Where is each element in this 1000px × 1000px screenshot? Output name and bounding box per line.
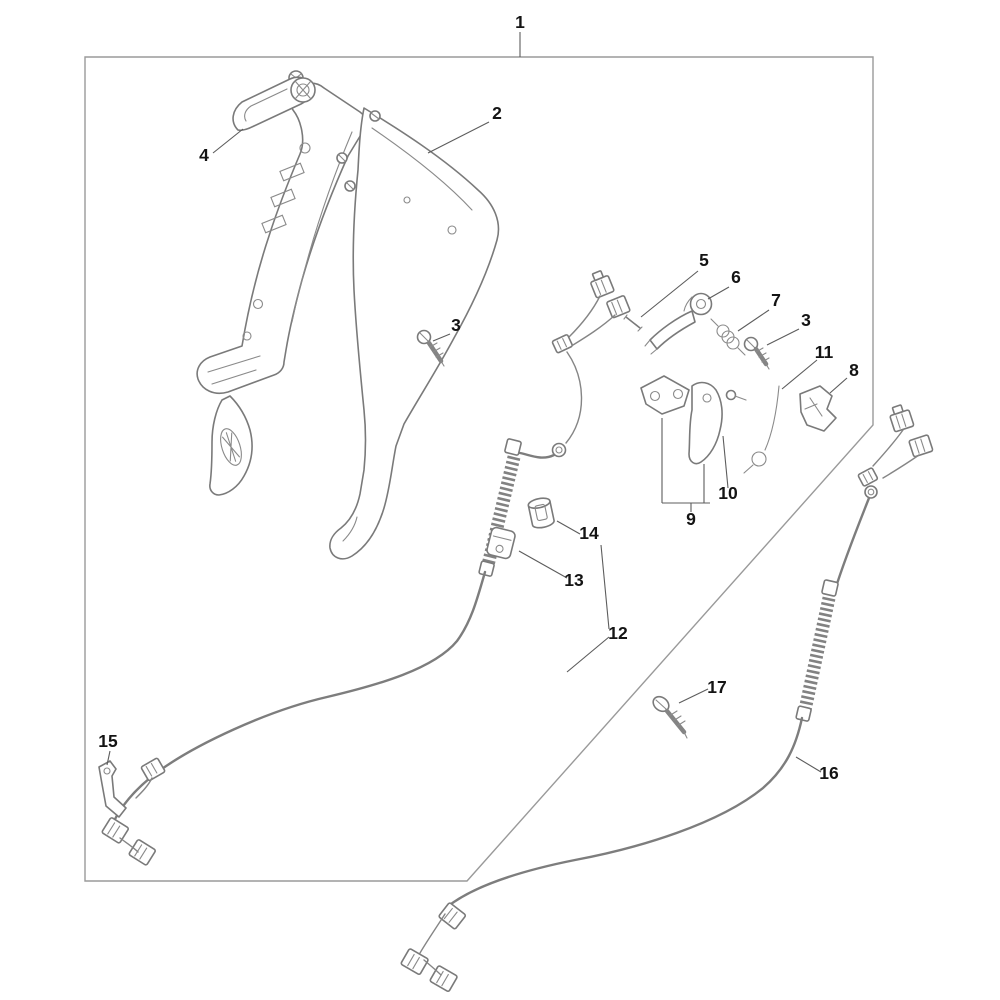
part-screw-17 (652, 695, 688, 739)
callout-13: 13 (564, 570, 584, 590)
part-grip-cover-4 (232, 76, 316, 132)
diagram-border (84, 56, 874, 882)
part-handle-housing-cover (329, 107, 500, 560)
connector-plug-icon (606, 295, 631, 319)
cable-spring-icon (798, 596, 836, 712)
part-cable-clamp-13 (486, 526, 516, 560)
callout-8: 8 (849, 360, 859, 380)
part-spring-7 (710, 318, 746, 356)
screw-head-icon (725, 389, 737, 401)
part-screw-3-left (416, 329, 445, 367)
ring-terminal-icon (551, 442, 567, 458)
callout-14: 14 (579, 523, 599, 543)
callout-7: 7 (771, 290, 781, 310)
part-sleeve-14 (527, 497, 555, 529)
callout-15: 15 (98, 731, 118, 751)
connector-plug-icon (128, 839, 156, 866)
connector-plug-icon (140, 757, 166, 782)
connector-terminal-icon (857, 467, 879, 487)
connector-plug-icon (438, 902, 467, 930)
part-handle-housing-rear (196, 70, 367, 496)
part-bracket-15 (98, 760, 127, 818)
callout-5: 5 (699, 250, 709, 270)
part-wire-spring-11 (743, 385, 780, 474)
part-lever-assembly-9 (640, 375, 747, 465)
part-throttle-cable-16 (400, 404, 934, 992)
part-pin-5 (623, 314, 643, 332)
part-trigger-lever-6 (644, 292, 713, 355)
callout-16: 16 (819, 763, 839, 783)
callout-2: 2 (492, 103, 502, 123)
callout-11: 11 (815, 342, 834, 362)
callout-1: 1 (515, 12, 525, 32)
callout-leader-lines (106, 32, 848, 773)
connector-plug-icon (889, 404, 915, 433)
callout-4: 4 (199, 145, 209, 165)
callout-3-right: 3 (801, 310, 811, 330)
part-screw-3-right (743, 336, 770, 370)
connector-plug-icon (590, 270, 615, 299)
callout-6: 6 (731, 267, 741, 287)
part-clamp-8 (799, 385, 837, 432)
grip-hatch-icon (220, 428, 242, 466)
connector-plug-icon (908, 434, 934, 458)
callout-10: 10 (718, 483, 738, 503)
connector-plug-icon (400, 948, 429, 975)
callout-labels: 1 2 4 3 5 6 7 3 11 8 10 9 14 13 12 15 17… (98, 12, 859, 783)
callout-3-left: 3 (451, 315, 461, 335)
connector-plug-icon (101, 817, 129, 844)
callout-17: 17 (707, 677, 726, 697)
ring-terminal-icon (864, 485, 878, 499)
connector-terminal-icon (551, 334, 573, 354)
callout-12: 12 (608, 623, 628, 643)
connector-plug-icon (429, 965, 458, 992)
callout-9: 9 (686, 509, 696, 529)
